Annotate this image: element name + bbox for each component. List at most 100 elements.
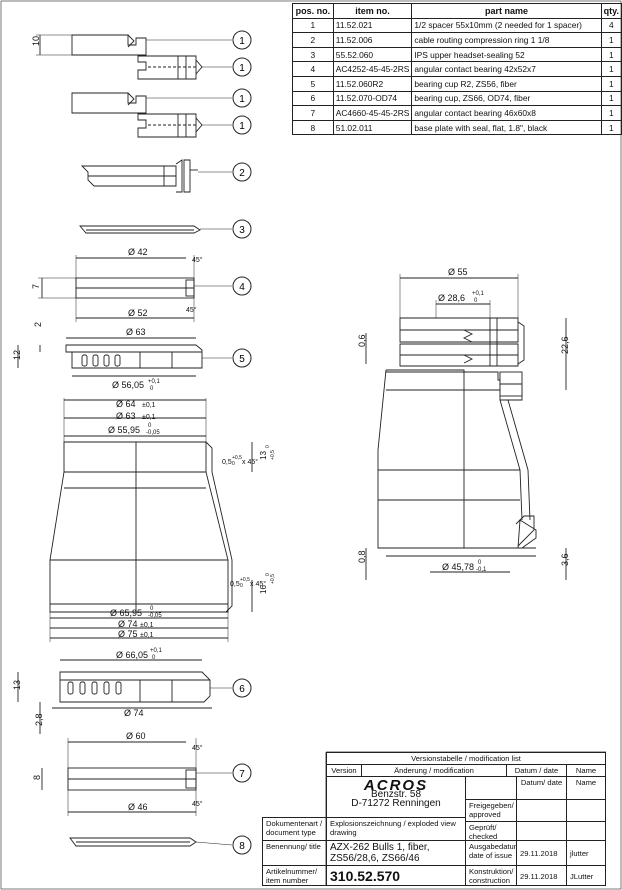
bearing-cup-66-drawing: [17, 659, 212, 734]
dim-bearing42-od: Ø 42: [128, 247, 148, 257]
dim-bearing46-h: 8: [32, 775, 42, 780]
sealing-drawing: [79, 225, 201, 234]
col-name-header: Name: [566, 776, 606, 800]
company-logo: ACROS: [363, 777, 429, 794]
dim-asm-226: 22,6: [560, 336, 570, 354]
cell-part-name: 1/2 spacer 55x10mm (2 needed for 1 space…: [411, 17, 602, 34]
bearing-46-drawing: [41, 738, 197, 816]
cell-qty: 4: [600, 17, 622, 34]
dim-cup-b-tol: ±0,1: [142, 414, 156, 421]
approved-date: [516, 799, 567, 822]
cell-item: 11.52.021: [332, 17, 413, 34]
dim-asm-06: 0,6: [357, 334, 367, 347]
balloon-1c: 1: [239, 94, 245, 105]
dim-asm-36: 3,6: [560, 553, 570, 566]
cell-part-name: bearing cup R2, ZS56, fiber: [411, 75, 602, 92]
balloon-5: 5: [239, 354, 245, 365]
table-row: 5 11.52.060R2 bearing cup R2, ZS56, fibe…: [292, 75, 622, 92]
balloon-1a: 1: [239, 36, 245, 47]
table-row: 8 51.02.011 base plate with seal, flat, …: [292, 119, 622, 136]
construction-label: Konstruktion/ construction: [465, 865, 517, 886]
dim-cup-a-tol: ±0,1: [142, 402, 156, 409]
header-pos: pos. no.: [292, 3, 334, 19]
dim-cup56-h1: 2: [33, 322, 43, 327]
dim-cup-f-tol: ±0,1: [140, 632, 154, 639]
cell-pos: 1: [292, 17, 334, 34]
cell-qty: 1: [600, 32, 622, 48]
balloon-3: 3: [239, 225, 245, 236]
company-address-city: D-71272 Renningen: [351, 798, 441, 809]
dim-cup-e-tol: ±0,1: [140, 622, 154, 629]
dim-cup56-id: Ø 56,05: [112, 380, 144, 390]
frame-cup-drawing: [49, 398, 253, 642]
balloon-7: 7: [239, 769, 245, 780]
dim-cup-c-tol-lo: -0,05: [146, 430, 160, 436]
dim-cup-e: Ø 74: [118, 619, 138, 629]
dim-cup-d-tol-lo: -0,05: [148, 613, 162, 619]
dim-cup-ch2-tol-lo: 0: [240, 583, 243, 589]
table-row: 3 55.52.060 IPS upper headset-sealing 52…: [292, 46, 622, 63]
table-row: 2 11.52.006 cable routing compression ri…: [292, 32, 622, 48]
base-plate-drawing: [69, 837, 197, 847]
dim-asm-286-tol-up: +0,1: [472, 291, 485, 297]
checked-label: Geprüft/ checked: [465, 821, 517, 841]
cell-pos: 8: [292, 119, 334, 136]
bearing-42-drawing: [38, 255, 195, 322]
table-row: 4 AC4252-45-45-2RS angular contact beari…: [292, 61, 622, 77]
dim-bearing42-h: 7: [31, 284, 41, 289]
dim-cup66-tol-lo: 0: [152, 655, 156, 661]
doctype-value: Explosionszeichnung / exploded view draw…: [326, 817, 466, 841]
dim-asm-286-tol-lo: 0: [474, 298, 478, 304]
dim-bearing42-id: Ø 52: [128, 308, 148, 318]
approved-label: Freigegeben/ approved: [465, 799, 517, 822]
parts-list-header-row: pos. no. item no. part name qty.: [292, 3, 622, 19]
cell-pos: 4: [292, 61, 334, 77]
cell-item: 51.02.011: [332, 119, 413, 136]
dim-cup-h2-tol-up: +0,5: [270, 574, 276, 584]
cell-part-name: base plate with seal, flat, 1.8", black: [411, 119, 602, 136]
checked-date: [516, 821, 567, 841]
dim-bearing46-ch2: 45°: [192, 800, 203, 808]
balloon-2: 2: [239, 168, 245, 179]
dim-bearing42-ch1: 45°: [192, 256, 203, 264]
cell-pos: 6: [292, 90, 334, 107]
construction-name: JLutter: [566, 865, 606, 886]
blank-cell: [465, 776, 517, 800]
dim-cup-ch1: 0,5: [222, 459, 232, 466]
dim-cup-h2-tol-lo: 0: [265, 573, 271, 576]
article-value: 310.52.570: [326, 865, 466, 886]
dim-cup66-id: Ø 66,05: [116, 650, 148, 660]
title-block: Versionstabelle / modification list Vers…: [262, 752, 606, 886]
cell-item: 55.52.060: [332, 46, 413, 63]
dim-cup-d: Ø 65,95: [110, 608, 142, 618]
dim-cup66-gap: 2,8: [34, 713, 44, 726]
dim-cup-ch1-tol-up: +0,5: [232, 455, 242, 461]
dim-cup-ch1-ang: x 45°: [242, 458, 258, 466]
balloons: 1 1 1 1 2 3 4 5 6 7 8: [232, 30, 252, 855]
table-row: 6 11.52.070-OD74 bearing cup, ZS66, OD74…: [292, 90, 622, 107]
dim-cup66-h: 13: [12, 680, 22, 690]
spacer-drawing: [36, 34, 203, 138]
dim-cup56-tol-up: +0,1: [148, 379, 161, 385]
issue-label: Ausgabedatum/ date of issue: [465, 840, 517, 866]
dim-bearing46-ch1: 45°: [192, 744, 203, 752]
company-box: ACROS Benzstr. 58 D-71272 Renningen: [326, 776, 466, 818]
dim-cup-c-tol-up: 0: [148, 423, 152, 429]
cell-qty: 1: [600, 90, 622, 107]
dim-cup-h2: 16: [259, 585, 268, 594]
company-address-street: Benzstr. 58: [370, 789, 422, 800]
title-value: AZX-262 Bulls 1, fiber, ZS56/28,6, ZS66/…: [326, 840, 466, 866]
dim-cup56-h2: 12: [12, 350, 22, 360]
table-row: 1 11.52.021 1/2 spacer 55x10mm (2 needed…: [292, 17, 622, 34]
header-qty: qty.: [600, 3, 622, 19]
dim-cup-h1-tol-up: +0,5: [270, 450, 276, 460]
dim-cup66-tol-up: +0,1: [150, 648, 163, 654]
doctype-label: Dokumentenart / document type: [262, 817, 327, 841]
balloon-8: 8: [239, 841, 245, 852]
cell-part-name: cable routing compression ring 1 1/8: [411, 32, 602, 48]
header-part-name: part name: [411, 3, 602, 19]
parts-list-table: pos. no. item no. part name qty. 1 11.52…: [292, 3, 622, 136]
cell-qty: 1: [600, 105, 622, 121]
cell-qty: 1: [600, 75, 622, 92]
balloon-4: 4: [239, 282, 245, 293]
